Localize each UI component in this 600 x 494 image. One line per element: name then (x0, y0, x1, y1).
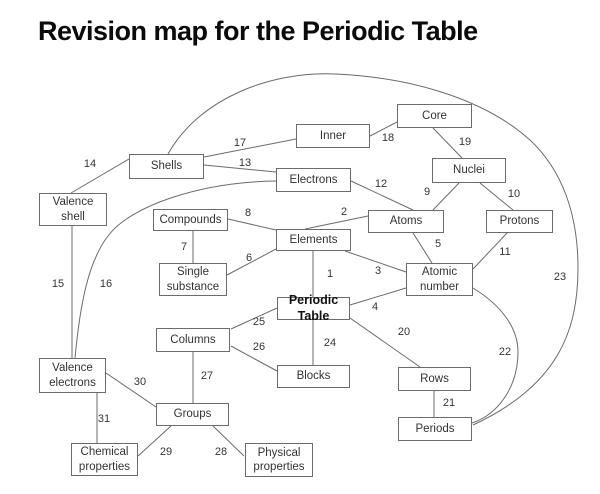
node-physical-properties: Physical properties (245, 443, 313, 477)
edge-line-18-inner-core (369, 121, 398, 137)
edge-line-30-valence-electrons-groups (105, 372, 157, 408)
edge-line-29-groups-chemical-properties (137, 425, 172, 457)
edge-number-7: 7 (180, 241, 188, 253)
edge-number-31: 31 (97, 413, 111, 425)
edge-line-8-compounds-elements (227, 218, 277, 231)
page-title: Revision map for the Periodic Table (38, 16, 478, 46)
edge-number-2: 2 (340, 206, 348, 218)
edge-line-10-nuclei-protons (479, 182, 514, 211)
edge-line-5-atoms-atomic-number (412, 232, 433, 264)
edge-number-3: 3 (374, 265, 382, 277)
edge-line-13-shells-electrons (203, 164, 277, 173)
node-nuclei: Nuclei (432, 158, 506, 183)
edge-number-11: 11 (499, 246, 511, 258)
edge-number-9: 9 (423, 186, 431, 198)
node-atomic-number: Atomic number (406, 263, 473, 296)
edge-number-29: 29 (159, 446, 173, 458)
edge-line-20-periodic-table-rows (349, 317, 421, 368)
edge-line-16-valence-electrons-electrons (74, 180, 277, 359)
node-shells: Shells (129, 154, 204, 179)
edge-line-3-elements-atomic-number (344, 250, 407, 273)
node-elements: Elements (276, 229, 351, 251)
edge-number-26: 26 (252, 341, 266, 353)
node-electrons: Electrons (276, 168, 351, 192)
node-core: Core (397, 104, 472, 128)
node-blocks: Blocks (277, 365, 350, 388)
edge-number-24: 24 (323, 337, 337, 349)
edge-line-25-columns-periodic-table (230, 307, 278, 330)
node-groups: Groups (156, 403, 229, 426)
edge-number-28: 28 (214, 446, 228, 458)
edge-number-23: 23 (553, 271, 567, 283)
edge-number-18: 18 (381, 132, 395, 144)
edge-line-6-single-substance-elements (226, 248, 277, 276)
edge-number-17: 17 (233, 137, 247, 149)
edge-number-25: 25 (252, 316, 266, 328)
node-single-substance: Single substance (159, 263, 227, 296)
edge-line-4-periodic-table-atomic-number (349, 287, 407, 306)
edge-number-12: 12 (374, 178, 388, 190)
node-inner: Inner (296, 124, 370, 148)
node-valence-electrons: Valence electrons (39, 358, 106, 393)
edge-number-6: 6 (245, 252, 253, 264)
edge-number-20: 20 (397, 326, 411, 338)
edge-line-28-groups-physical-properties (212, 425, 245, 457)
edge-line-2-elements-atoms (304, 215, 369, 230)
edge-number-15: 15 (51, 278, 65, 290)
edge-line-26-columns-blocks (230, 345, 278, 372)
node-valence-shell: Valence shell (39, 193, 107, 226)
edge-number-4: 4 (371, 301, 379, 313)
edge-number-5: 5 (434, 238, 442, 250)
edge-number-27: 27 (200, 370, 214, 382)
edge-number-19: 19 (458, 136, 472, 148)
edge-line-17-shells-inner (203, 138, 297, 158)
edge-number-22: 22 (498, 346, 512, 358)
edge-line-23-shells-periods (167, 73, 579, 426)
edge-number-14: 14 (83, 158, 97, 170)
node-periodic-table: Periodic Table (277, 293, 350, 323)
node-rows: Rows (398, 367, 471, 391)
edge-number-13: 13 (238, 157, 252, 169)
edge-line-22-atomic-number-periods (471, 287, 519, 424)
edge-line-9-atoms-nuclei (432, 182, 460, 211)
edge-number-1: 1 (326, 268, 334, 280)
edge-line-12-electrons-atoms (350, 180, 414, 211)
node-columns: Columns (156, 328, 230, 352)
edge-number-10: 10 (507, 188, 521, 200)
node-chemical-properties: Chemical properties (71, 443, 138, 476)
edge-line-14-valence-shell-shells (70, 158, 130, 194)
node-periods: Periods (398, 417, 472, 441)
node-protons: Protons (486, 210, 553, 233)
edge-number-21: 21 (442, 397, 456, 409)
edge-number-8: 8 (244, 207, 252, 219)
node-atoms: Atoms (368, 210, 444, 233)
edge-line-19-core-nuclei (432, 127, 463, 159)
edge-number-30: 30 (133, 376, 147, 388)
edge-line-11-protons-atomic-number (472, 232, 508, 270)
node-compounds: Compounds (153, 209, 228, 231)
edge-number-16: 16 (99, 278, 113, 290)
